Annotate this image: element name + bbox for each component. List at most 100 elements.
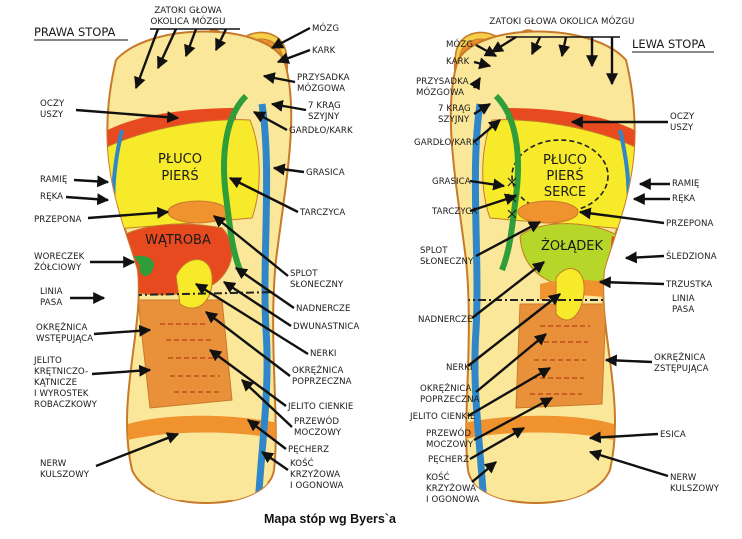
r-label-jelito-4: I WYROSTEK: [34, 389, 89, 399]
l-label-okreznica-pop-2: POPRZECZNA: [420, 395, 480, 405]
left-spine-line: [471, 103, 488, 504]
l-label-nerki: NERKI: [446, 363, 473, 373]
l-label-nadnercze: NADNERCZE: [418, 315, 473, 325]
l-label-kark: KARK: [446, 57, 470, 67]
left-kidney-zone: [555, 268, 585, 321]
left-pelvic-band: [460, 415, 614, 440]
left-zone-zoladek: ŻOŁĄDEK: [541, 238, 604, 254]
r-label-kosc-1: KOŚĆ: [290, 457, 314, 469]
right-gallbladder-zone: [134, 255, 155, 277]
r-label-jelito-5: ROBACZKOWY: [34, 400, 98, 410]
r-label-linia-2: PASA: [40, 298, 62, 308]
right-kidney-zone: [175, 259, 213, 309]
l-label-okreznica-pop-1: OKRĘŻNICA: [420, 383, 471, 394]
l-label-trzustka: TRZUSTKA: [665, 280, 712, 290]
r-label-nerki: NERKI: [310, 349, 337, 359]
right-foot-title: PRAWA STOPA: [34, 25, 116, 39]
l-label-sledziona: ŚLEDZIONA: [666, 250, 717, 262]
l-label-przysadka-1: PRZYSADKA: [416, 77, 469, 87]
right-top-label-1: ZATOKI GŁOWA: [154, 6, 221, 16]
right-spine-line: [254, 103, 271, 504]
right-foot: PŁUCO PIERŚ WĄTROBA: [106, 29, 293, 504]
r-label-ramie: RAMIĘ: [40, 175, 67, 185]
l-label-grasica: GRASICA: [432, 177, 471, 187]
l-label-kosc-1: KOŚĆ: [426, 471, 450, 483]
r-label-gardlo: GARDŁO/KARK: [289, 126, 353, 136]
r-label-tarczyca: TARCZYCA: [299, 208, 345, 218]
l-label-kosc-2: KRZYŻOWA: [426, 483, 476, 494]
l-label-linia-1: LINIA: [672, 294, 695, 304]
left-zone-pluco: PŁUCO: [543, 153, 587, 168]
l-label-jelito-cienkie: JELITO CIENKIE: [409, 412, 475, 422]
r-label-przepona: PRZEPONA: [34, 215, 82, 225]
r-label-nadnercze: NADNERCZE: [296, 304, 351, 314]
l-label-krag-1: 7 KRĄG: [438, 104, 471, 114]
l-label-okreznica-zst-2: ZSTĘPUJĄCA: [654, 364, 709, 374]
l-label-mozg: MÓZG: [446, 38, 473, 50]
right-zone-piers: PIERŚ: [161, 168, 198, 184]
r-label-jelito-1: JELITO: [33, 356, 62, 366]
left-foot-title: LEWA STOPA: [632, 37, 706, 51]
left-zone-piers: PIERŚ: [546, 168, 583, 184]
l-label-splot-2: SŁONECZNY: [420, 257, 474, 267]
l-label-nerw-2: KULSZOWY: [670, 484, 720, 494]
r-label-pecherz: PĘCHERZ: [288, 445, 329, 455]
l-label-przewod-1: PRZEWÓD: [426, 427, 471, 439]
figure-caption: Mapa stóp wg Byers`a: [264, 512, 397, 526]
left-foot-labels: MÓZG KARK PRZYSADKA MÓZGOWA 7 KRĄG SZYJN…: [409, 38, 720, 505]
r-label-przysadka-1: PRZYSADKA: [297, 73, 350, 83]
r-label-okreznica-wst-1: OKRĘŻNICA: [36, 322, 87, 333]
right-foot-leaders: [65, 26, 311, 471]
r-label-kark: KARK: [312, 46, 336, 56]
r-label-jelito-cienkie: JELITO CIENKIE: [287, 402, 353, 412]
left-top-label: ZATOKI GŁOWA OKOLICA MÓZGU: [489, 15, 634, 27]
r-label-linia-1: LINIA: [40, 287, 63, 297]
left-zone-serce: SERCE: [544, 185, 586, 200]
l-label-przysadka-2: MÓZGOWA: [416, 86, 464, 98]
r-label-nerw-2: KULSZOWY: [40, 470, 90, 480]
right-zone-pluco: PŁUCO: [158, 152, 202, 167]
l-label-reka: RĘKA: [672, 194, 695, 204]
l-label-nerw-1: NERW: [670, 473, 697, 483]
l-label-oczy-1: OCZY: [670, 112, 695, 122]
r-label-woreczek-1: WORECZEK: [34, 252, 85, 262]
r-label-przysadka-2: MÓZGOWA: [297, 82, 345, 94]
r-label-przewod-1: PRZEWÓD: [294, 415, 339, 427]
l-label-przepona: PRZEPONA: [666, 219, 714, 229]
r-label-oczy-1: OCZY: [40, 99, 65, 109]
r-label-jelito-2: KRĘTNICZO-: [34, 367, 88, 377]
r-label-splot-1: SPLOT: [290, 269, 318, 279]
right-sacrum-zone: [150, 450, 270, 500]
l-label-krag-2: SZYJNY: [438, 115, 470, 125]
left-intestine-zone: [515, 303, 607, 409]
r-label-oczy-2: USZY: [40, 110, 64, 120]
r-label-splot-2: SŁONECZNY: [290, 280, 344, 290]
left-foot-leaders: [467, 43, 670, 483]
l-label-gardlo: GARDŁO/KARK: [414, 138, 478, 148]
l-label-tarczyca: TARCZYCA: [431, 207, 477, 217]
l-label-splot-1: SPLOT: [420, 246, 448, 256]
right-throat-line: [221, 93, 249, 272]
l-label-przewod-2: MOCZOWY: [426, 440, 474, 450]
left-diaphragm-zone: [517, 200, 579, 224]
r-label-krag-1: 7 KRĄG: [308, 101, 341, 111]
r-label-kosc-3: I OGONOWA: [290, 481, 343, 491]
left-sacrum-zone: [472, 450, 592, 500]
l-label-okreznica-zst-1: OKRĘŻNICA: [654, 352, 705, 363]
l-label-ramie: RAMIĘ: [672, 179, 699, 189]
r-label-mozg: MÓZG: [312, 22, 339, 34]
l-label-oczy-2: USZY: [670, 123, 694, 133]
right-zone-watroba: WĄTROBA: [145, 233, 211, 248]
r-label-grasica: GRASICA: [306, 168, 345, 178]
right-foot-labels: MÓZG KARK PRZYSADKA MÓZGOWA 7 KRĄG SZYJN…: [33, 22, 359, 491]
r-label-jelito-3: KĄTNICZE: [34, 378, 77, 388]
r-label-okreznica-pop-2: POPRZECZNA: [292, 377, 352, 387]
r-label-okreznica-wst-2: WSTĘPUJĄCA: [36, 334, 93, 344]
l-label-kosc-3: I OGONOWA: [426, 495, 479, 505]
r-label-kosc-2: KRZYŻOWA: [290, 469, 340, 480]
r-label-nerw-1: NERW: [40, 459, 67, 469]
right-top-label-2: OKOLICA MÓZGU: [151, 15, 226, 27]
r-label-reka: RĘKA: [40, 192, 63, 202]
l-label-esica: ESICA: [660, 430, 686, 440]
